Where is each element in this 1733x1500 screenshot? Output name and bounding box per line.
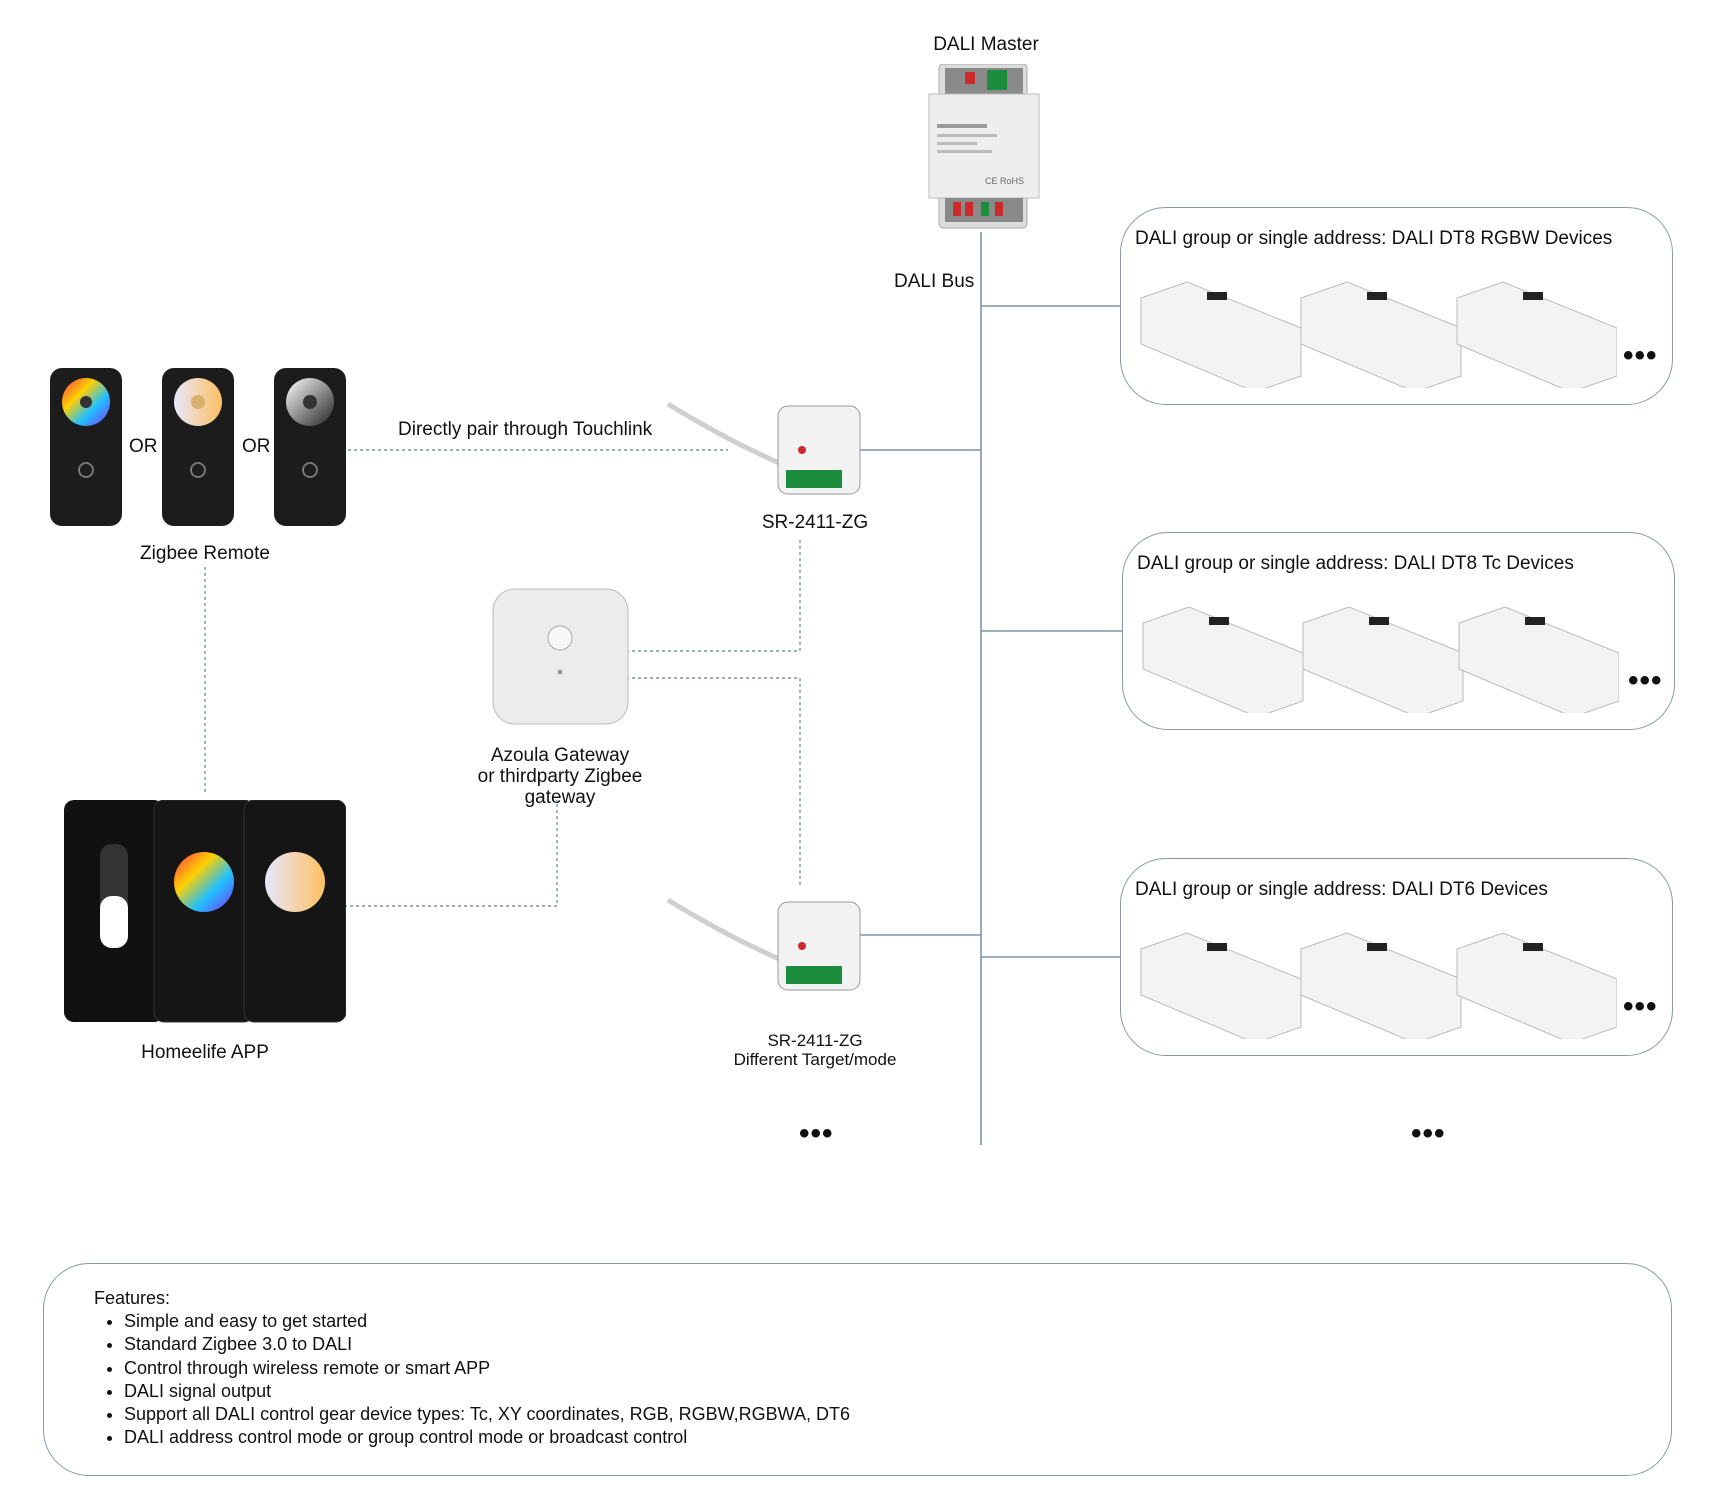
group-title-dt8-rgbw: DALI group or single address: DALI DT8 R… bbox=[1135, 228, 1613, 249]
gateway-to-controller2-link bbox=[626, 677, 801, 885]
driver-devices-row bbox=[1142, 606, 1619, 713]
sr-2411-zg-device-2 bbox=[666, 897, 861, 991]
app-label: Homeelife APP bbox=[141, 1042, 269, 1063]
ellipsis-groups: ••• bbox=[1411, 1117, 1446, 1150]
touchlink-label: Directly pair through Touchlink bbox=[398, 419, 653, 440]
remote-cct-icon bbox=[162, 368, 234, 526]
controller-2-label: SR-2411-ZG Different Target/mode bbox=[734, 1031, 897, 1069]
gateway-label-line3: gateway bbox=[524, 787, 596, 808]
feature-item: DALI address control mode or group contr… bbox=[124, 1426, 850, 1449]
driver-devices-row bbox=[1140, 281, 1617, 388]
homeelife-app-phones bbox=[64, 800, 346, 1023]
or-label-1: OR bbox=[129, 436, 158, 457]
ellipsis-controllers: ••• bbox=[799, 1117, 834, 1150]
gateway-label: Azoula Gateway or thirdparty Zigbee gate… bbox=[478, 745, 643, 808]
dali-master-label: DALI Master bbox=[933, 34, 1039, 55]
gateway-label-line1: Azoula Gateway bbox=[490, 745, 630, 766]
controller-2-label-line1: SR-2411-ZG bbox=[767, 1031, 863, 1050]
features-box: Features: Simple and easy to get started… bbox=[43, 1263, 1672, 1476]
group-title-dt8-tc: DALI group or single address: DALI DT8 T… bbox=[1137, 553, 1574, 574]
zigbee-remote-label: Zigbee Remote bbox=[140, 543, 270, 564]
group-box-dt6: DALI group or single address: DALI DT6 D… bbox=[1120, 858, 1673, 1056]
remote-rgb-icon bbox=[50, 368, 122, 526]
driver-devices-row bbox=[1140, 932, 1617, 1039]
ellipsis-group-1: ••• bbox=[1623, 339, 1658, 372]
or-label-2: OR bbox=[242, 436, 271, 457]
gateway-device bbox=[492, 588, 629, 725]
gateway-to-controller1-link bbox=[626, 540, 801, 652]
group-title-dt6: DALI group or single address: DALI DT6 D… bbox=[1135, 879, 1548, 900]
dali-bus-label: DALI Bus bbox=[894, 271, 975, 292]
gateway-label-line2: or thirdparty Zigbee bbox=[477, 766, 643, 787]
ellipsis-group-2: ••• bbox=[1628, 664, 1663, 697]
ellipsis-group-3: ••• bbox=[1623, 990, 1658, 1023]
svg-text:CE RoHS: CE RoHS bbox=[985, 176, 1024, 186]
remote-dim-icon bbox=[274, 368, 346, 526]
app-to-gateway-link bbox=[344, 800, 558, 907]
features-heading: Features: bbox=[94, 1288, 171, 1308]
controller-2-label-line2: Different Target/mode bbox=[733, 1050, 897, 1069]
feature-item: Control through wireless remote or smart… bbox=[124, 1357, 850, 1380]
dali-master-device: CE RoHS bbox=[928, 64, 1040, 229]
features-list: Simple and easy to get started Standard … bbox=[94, 1310, 850, 1450]
feature-item: DALI signal output bbox=[124, 1380, 850, 1403]
feature-item: Standard Zigbee 3.0 to DALI bbox=[124, 1333, 850, 1356]
zigbee-remotes bbox=[50, 368, 346, 526]
group-box-dt8-rgbw: DALI group or single address: DALI DT8 R… bbox=[1120, 207, 1673, 405]
feature-item: Simple and easy to get started bbox=[124, 1310, 850, 1333]
sr-2411-zg-device-1 bbox=[666, 401, 861, 495]
controller-1-label: SR-2411-ZG bbox=[761, 512, 869, 533]
feature-item: Support all DALI control gear device typ… bbox=[124, 1403, 850, 1426]
group-box-dt8-tc: DALI group or single address: DALI DT8 T… bbox=[1122, 532, 1675, 730]
